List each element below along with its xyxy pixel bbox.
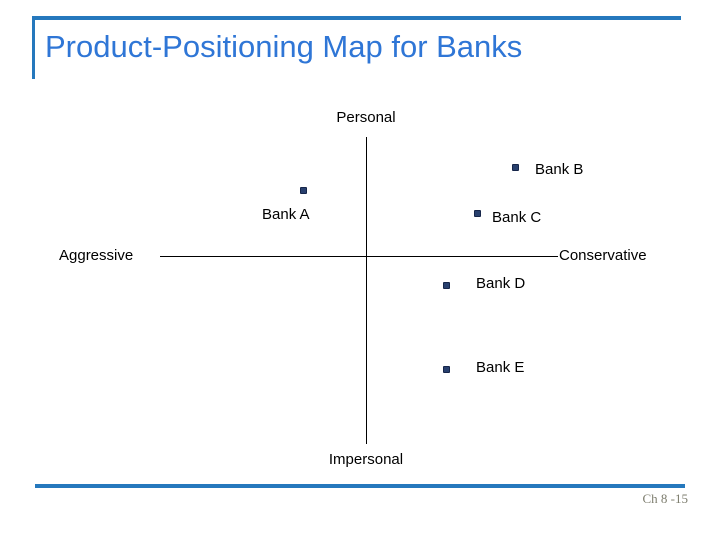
data-point-label: Bank D [476,275,526,292]
axis-label-impersonal: Impersonal [328,451,404,468]
title-top-rule [32,16,681,20]
footer-rule [35,484,685,488]
axis-label-personal: Personal [336,109,396,126]
axis-label-aggressive: Aggressive [59,247,134,264]
data-point-label: Bank C [492,209,542,226]
page-title: Product-Positioning Map for Banks [45,29,523,64]
data-point-marker [300,187,307,194]
footer-page-reference: Ch 8 -15 [642,491,689,506]
data-point-marker [443,282,450,289]
data-point-label: Bank E [476,359,525,376]
vertical-axis-line [366,137,367,444]
title-left-rule [32,16,35,79]
data-point-marker [443,366,450,373]
horizontal-axis-line [160,256,558,257]
data-point-marker [512,164,519,171]
data-point-label: Bank B [535,161,584,178]
axis-label-conservative: Conservative [559,247,647,264]
data-point-marker [474,210,481,217]
data-point-label: Bank A [262,206,310,223]
